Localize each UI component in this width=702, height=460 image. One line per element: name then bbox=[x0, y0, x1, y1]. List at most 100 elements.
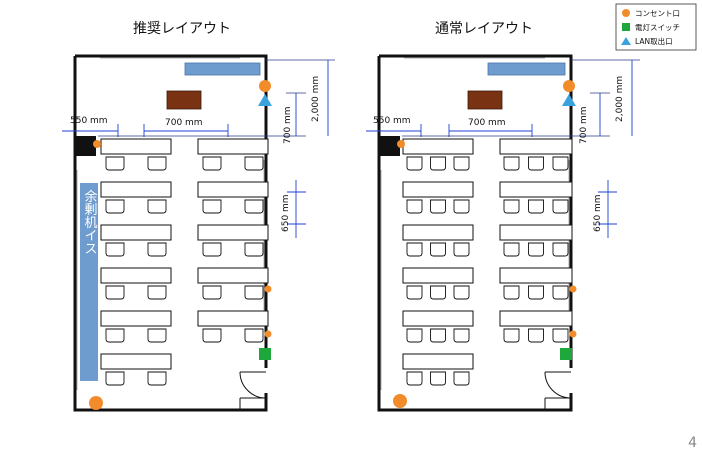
chair bbox=[244, 328, 264, 343]
chair bbox=[406, 328, 423, 343]
pillar bbox=[380, 136, 400, 156]
chair bbox=[430, 199, 446, 214]
dim-row-pitch: 650 mm bbox=[593, 194, 603, 232]
power-outlet-icon bbox=[89, 396, 103, 410]
door bbox=[544, 368, 573, 410]
chair bbox=[430, 242, 446, 257]
chair bbox=[147, 242, 167, 257]
chair bbox=[202, 285, 222, 300]
dim-desk-gap: 700 mm bbox=[468, 118, 506, 128]
chair bbox=[453, 285, 470, 300]
desk-unit bbox=[197, 181, 269, 214]
desk-unit bbox=[100, 353, 172, 386]
desk-unit bbox=[197, 138, 269, 171]
dim-front-distance: 700 mm bbox=[579, 106, 589, 144]
desk bbox=[402, 181, 474, 198]
pillar bbox=[76, 136, 96, 156]
podium bbox=[166, 90, 202, 110]
light-switch-icon bbox=[259, 348, 271, 360]
legend: コンセント口 電灯スイッチ LAN取出口 bbox=[615, 3, 697, 51]
chair bbox=[453, 371, 470, 386]
chair bbox=[147, 156, 167, 171]
power-outlet-icon bbox=[563, 80, 575, 92]
standard-layout-title: 通常レイアウト bbox=[435, 21, 533, 37]
desk-unit bbox=[197, 267, 269, 300]
dimension-lines bbox=[366, 59, 640, 238]
chair bbox=[503, 242, 520, 257]
desk bbox=[100, 181, 172, 198]
chair bbox=[147, 371, 167, 386]
whiteboard bbox=[184, 62, 261, 76]
chair bbox=[503, 156, 520, 171]
desk bbox=[402, 353, 474, 370]
desk-unit bbox=[402, 181, 474, 214]
desk-unit bbox=[100, 310, 172, 343]
chair bbox=[453, 328, 470, 343]
chair bbox=[453, 156, 470, 171]
chair bbox=[528, 242, 544, 257]
desk bbox=[402, 267, 474, 284]
desk bbox=[499, 181, 573, 198]
desk bbox=[402, 224, 474, 241]
desk-group bbox=[402, 138, 573, 386]
desk-unit bbox=[402, 224, 474, 257]
chair bbox=[406, 371, 423, 386]
chair bbox=[528, 156, 544, 171]
chair bbox=[430, 156, 446, 171]
chair bbox=[430, 328, 446, 343]
chair bbox=[552, 242, 569, 257]
desk bbox=[197, 267, 269, 284]
desk bbox=[499, 310, 573, 327]
lan-port-icon bbox=[562, 94, 576, 106]
desk-unit bbox=[402, 353, 474, 386]
desk bbox=[402, 138, 474, 155]
desk-unit bbox=[197, 310, 269, 343]
chair bbox=[105, 156, 125, 171]
chair bbox=[430, 371, 446, 386]
podium bbox=[467, 90, 503, 110]
standard-layout: 通常レイアウト bbox=[366, 21, 640, 412]
desk-unit bbox=[499, 267, 573, 300]
chair bbox=[453, 199, 470, 214]
desk-unit bbox=[499, 310, 573, 343]
chair bbox=[453, 242, 470, 257]
chair bbox=[406, 242, 423, 257]
desk-unit bbox=[402, 138, 474, 171]
desk bbox=[402, 310, 474, 327]
desk bbox=[100, 353, 172, 370]
power-outlet-icon bbox=[93, 140, 101, 148]
chair bbox=[202, 199, 222, 214]
power-outlet-icon bbox=[393, 394, 407, 408]
chair bbox=[552, 156, 569, 171]
chair bbox=[105, 199, 125, 214]
power-outlet-icon bbox=[622, 9, 630, 17]
legend-label-switch: 電灯スイッチ bbox=[635, 22, 680, 32]
chair bbox=[244, 199, 264, 214]
desk bbox=[100, 138, 172, 155]
chair bbox=[503, 328, 520, 343]
desk-unit bbox=[197, 224, 269, 257]
desk bbox=[499, 267, 573, 284]
light-switch-icon bbox=[560, 348, 572, 360]
chair bbox=[147, 199, 167, 214]
whiteboard bbox=[487, 62, 566, 76]
desk-group bbox=[100, 138, 269, 386]
chair bbox=[105, 371, 125, 386]
desk-unit bbox=[100, 267, 172, 300]
extra-furniture-area bbox=[80, 183, 98, 381]
chair bbox=[430, 285, 446, 300]
dim-left-margin: 550 mm bbox=[373, 116, 411, 126]
chair bbox=[105, 328, 125, 343]
desk bbox=[100, 310, 172, 327]
chair bbox=[406, 285, 423, 300]
desk bbox=[197, 310, 269, 327]
desk-unit bbox=[499, 224, 573, 257]
chair bbox=[552, 328, 569, 343]
desk-unit bbox=[402, 267, 474, 300]
chair bbox=[406, 199, 423, 214]
door bbox=[239, 368, 268, 410]
desk-unit bbox=[100, 181, 172, 214]
legend-label-lan: LAN取出口 bbox=[635, 36, 673, 46]
desk-unit bbox=[402, 310, 474, 343]
